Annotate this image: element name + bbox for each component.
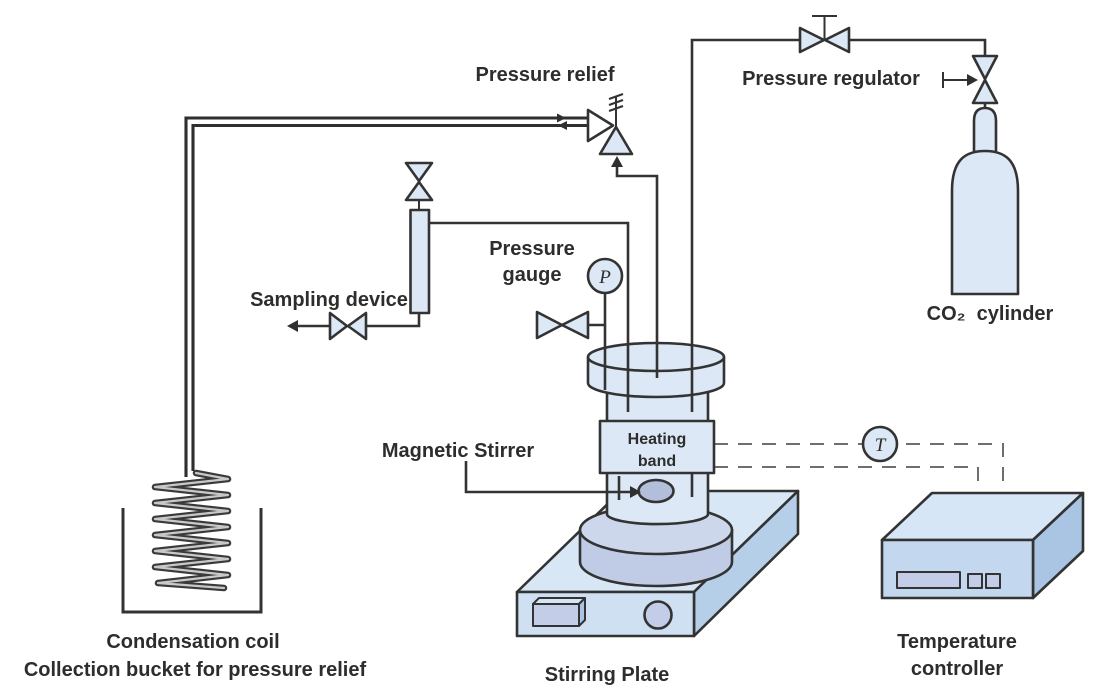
stirrer-arrow-icon [630,486,641,498]
pressure-gauge-valve [535,310,590,340]
relief-discharge-pipe-inner [191,123,589,471]
pressure-relief-label: Pressure relief [476,64,615,86]
temperature-sensor: T [861,425,899,463]
relief-valve-line [615,167,659,378]
regulator-bottom-cone [971,78,999,105]
sensor-dial [861,425,899,463]
gauge-dial [586,257,624,295]
relief-valve-horizontal-cone [586,108,615,143]
gauge-valve-right [560,310,590,340]
outlet-valve-left [328,311,349,341]
shutoff-valve-handle [812,15,837,40]
sampling-device-label: Sampling device [250,289,408,311]
sampling-column [409,208,431,315]
pressure-regulator-valve [942,54,999,105]
regulator-stem [942,72,968,88]
sampling-line [430,221,630,412]
collection-bucket [121,508,263,614]
controller-button [985,573,1001,589]
magnetic-stirrer-label: Magnetic Stirrer [382,440,534,462]
labels: Pressure relief Pressure regulator CO₂ c… [24,64,1054,686]
pressure-relief-valve [586,93,634,156]
controller-button [967,573,983,589]
thermocouple-wire-lower [714,466,979,490]
co2-feed-line [690,38,800,412]
relief-valve-vertical-cone [598,125,634,156]
controller-front-face [880,538,1035,600]
sampling-valve-top [404,161,434,183]
plate-knob [643,600,673,630]
pressure-regulator-label: Pressure regulator [742,68,920,90]
condensation-coil-label: Condensation coil [106,631,279,653]
relief-arrow-icon [611,156,623,167]
regulator-top-cone [971,54,999,81]
sampling-outlet-line [297,313,421,328]
stirring-plate-label: Stirring Plate [545,664,669,686]
cylinder-body [950,149,1020,296]
collection-bucket-label: Collection bucket for pressure relief [24,659,367,681]
coil-tube-highlight [153,471,230,590]
temperature-controller [880,491,1085,600]
sampling-valve-bottom [404,180,434,202]
sampling-device [404,161,434,315]
shutoff-valve [798,15,851,54]
pressure-gauge-label-1: Pressure [489,238,575,260]
temperature-controller-label-1: Temperature [897,631,1017,653]
temperature-controller-label-2: controller [911,658,1003,680]
controller-display [896,571,961,589]
shutoff-valve-right [823,26,851,54]
stirrer-leader-line [464,461,631,494]
flow-arrow-icon [557,113,566,123]
cylinder-neck [972,106,998,155]
flow-arrow-icon [558,121,567,130]
regulator-arrow-icon [967,74,978,86]
magnetic-stir-bar [637,478,675,504]
piping [184,38,987,498]
relief-spring-icon [608,93,624,127]
thermocouple-wires [714,443,1004,490]
gauge-letter: P [598,267,611,288]
outlet-valve-right [346,311,368,341]
plate-display [532,603,580,627]
sampling-outlet-valve [328,311,368,341]
co2-cylinder-label: CO₂ cylinder [927,303,1054,325]
pressure-gauge: P [586,257,624,295]
thermocouple-wire-upper [714,443,1004,487]
sensor-letter: T [875,435,887,456]
condensation-coil [151,469,232,592]
co2-cylinder [950,106,1020,296]
heating-band [598,419,716,475]
vessel-lower-body-outline [605,473,710,526]
pressure-gauge-label-2: gauge [503,264,562,286]
heating-band-label-2: band [638,453,676,470]
gauge-valve-left [535,310,564,340]
relief-discharge-pipe-outer [184,116,589,477]
vessel-inner-wall-marks [617,472,694,500]
shutoff-valve-left [798,26,826,54]
vessel-flange-sides [586,357,726,399]
heating-band-label-1: Heating [628,431,687,448]
outlet-arrow-icon [287,320,298,332]
